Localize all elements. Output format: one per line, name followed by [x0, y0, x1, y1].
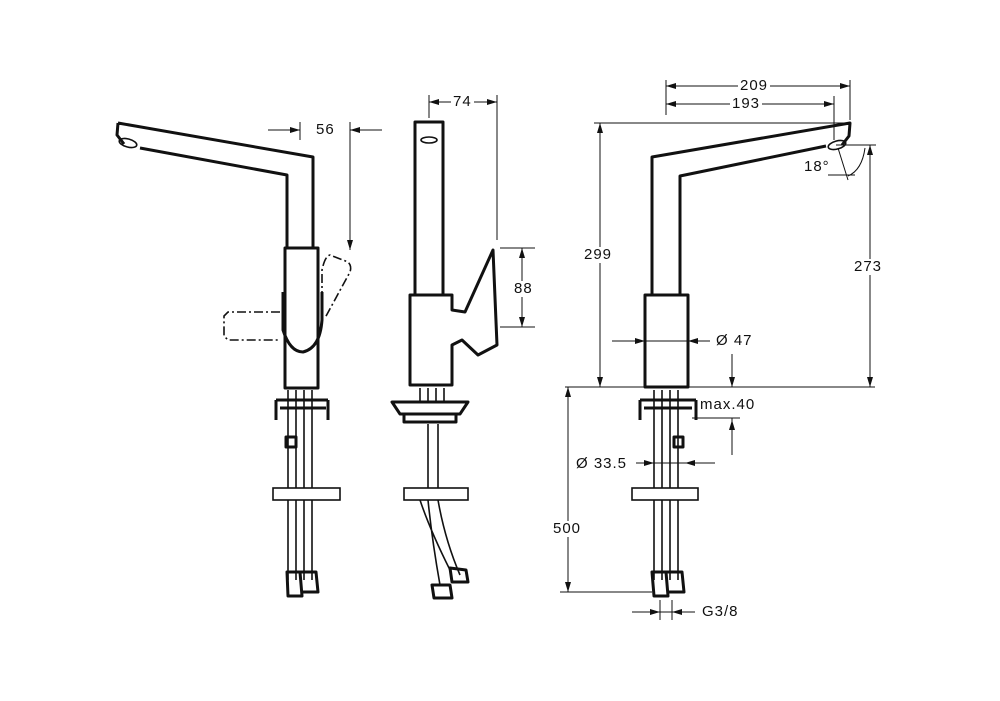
side-view-left — [115, 121, 382, 598]
dim-273-label: 273 — [852, 258, 885, 275]
dim-max-40-label: max.40 — [698, 396, 758, 413]
angle-18-label: 18° — [804, 158, 830, 175]
dim-193-label: 193 — [730, 95, 763, 112]
dim-88-label: 88 — [512, 280, 535, 297]
dim-299-label: 299 — [582, 246, 615, 263]
dim-56-label: 56 — [314, 121, 337, 138]
thread-g3-8-label: G3/8 — [700, 603, 741, 620]
side-view-right — [560, 80, 876, 620]
dim-209-label: 209 — [738, 77, 771, 94]
front-view-middle — [390, 95, 535, 600]
dim-diameter-47-label: Ø 47 — [714, 332, 755, 349]
dim-diameter-33-5-label: Ø 33.5 — [574, 455, 630, 472]
dim-500-label: 500 — [551, 520, 584, 537]
dim-74-label: 74 — [451, 93, 474, 110]
